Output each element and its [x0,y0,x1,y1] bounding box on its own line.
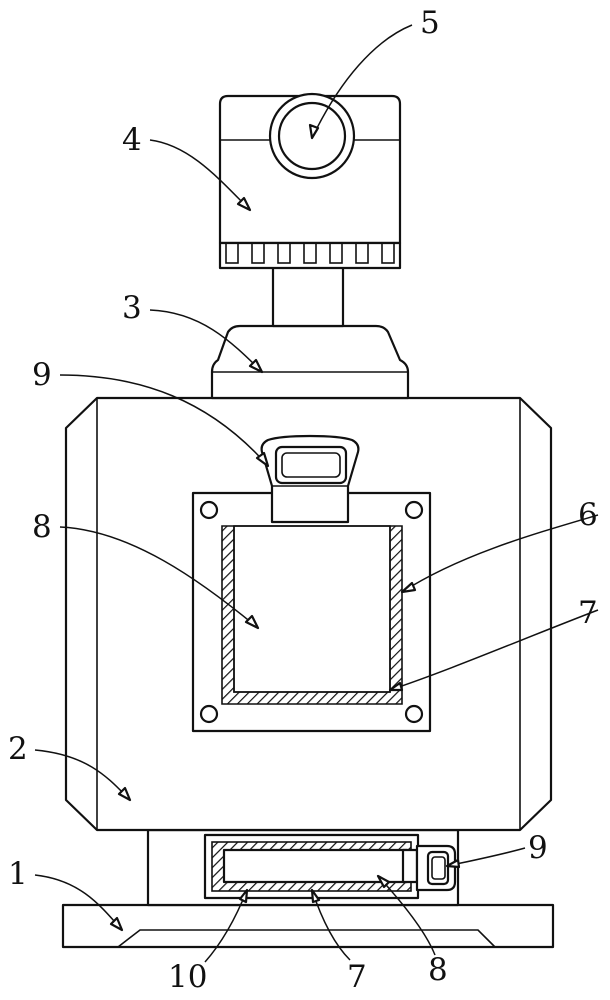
frame-bolt-tr [404,500,424,520]
label-3: 3 [122,290,142,326]
head-ribs [225,242,395,264]
label-7-window: 7 [578,595,598,631]
part-labels: 5 4 3 9 8 6 7 2 1 9 10 7 8 [8,5,598,995]
label-9-side: 9 [528,830,548,866]
label-8-window: 8 [32,509,52,545]
pull-handle-side [415,844,457,892]
label-1: 1 [8,856,28,892]
lower-drawer [203,833,420,900]
frame-bolt-tl [199,500,219,520]
pull-handle-top [260,434,360,524]
label-8-drawer: 8 [428,952,448,988]
window-frame [191,491,432,733]
label-9-top: 9 [32,357,52,393]
label-4: 4 [122,122,142,158]
label-10: 10 [168,959,207,995]
base [61,903,555,949]
label-7-drawer: 7 [347,959,367,995]
leader-lines [34,24,599,963]
label-6: 6 [578,497,598,533]
frame-bolt-bl [199,704,219,724]
neck-connector [210,264,410,400]
label-2: 2 [8,731,28,767]
label-5: 5 [420,5,440,41]
frame-bolt-br [404,704,424,724]
